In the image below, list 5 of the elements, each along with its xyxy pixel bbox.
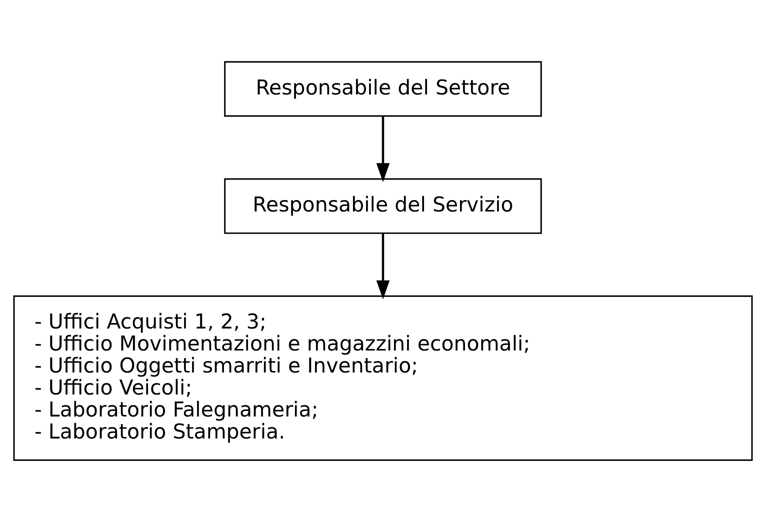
node-box: Responsabile del Settore [224, 61, 542, 117]
node-box: - Uffici Acquisti 1, 2, 3; - Ufficio Movimentazioni e magazzini economali; - Ufficio Oggetti smarriti e Inventario; - Ufficio Veicoli; - Laboratorio Falegnameria; - Laboratorio Stamperia. [13, 295, 753, 461]
arrow [376, 116, 390, 182]
arrow [376, 233, 390, 300]
node-box: Responsabile del Servizio [224, 178, 542, 234]
